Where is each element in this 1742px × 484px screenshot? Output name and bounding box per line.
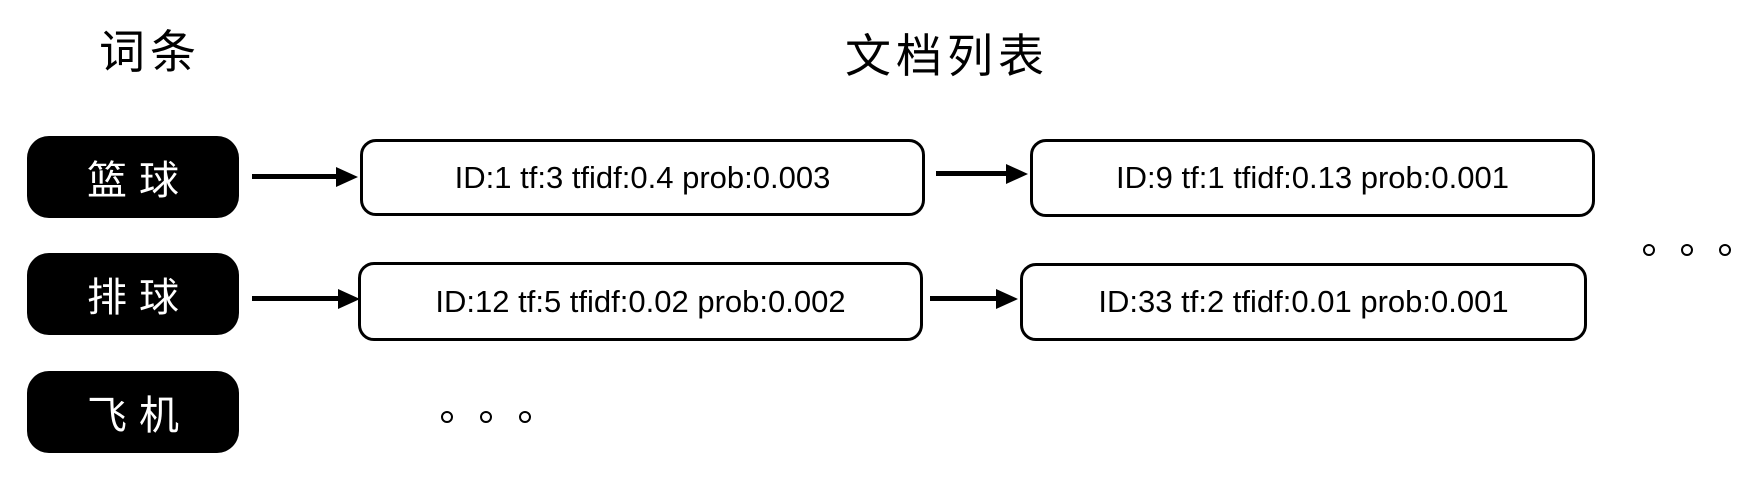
term-box-row1: 篮球 [27,136,239,218]
dot-icon [1719,244,1731,256]
ellipsis-dots-right [1643,244,1731,256]
posting-box-row1-2: ID:9 tf:1 tfidf:0.13 prob:0.001 [1030,139,1595,217]
arrow-icon [936,171,1006,176]
posting-box-row1-1: ID:1 tf:3 tfidf:0.4 prob:0.003 [360,139,925,216]
arrow-icon [252,174,336,179]
posting-box-row2-2: ID:33 tf:2 tfidf:0.01 prob:0.001 [1020,263,1587,341]
ellipsis-dots-row3 [441,411,531,423]
dot-icon [1681,244,1693,256]
dot-icon [480,411,492,423]
dot-icon [1643,244,1655,256]
term-box-row3: 飞机 [27,371,239,453]
terms-column-title: 词条 [99,27,201,78]
posting-box-row2-1: ID:12 tf:5 tfidf:0.02 prob:0.002 [358,262,923,341]
arrow-icon [252,296,338,301]
term-box-row2: 排球 [27,253,239,335]
dot-icon [441,411,453,423]
dot-icon [519,411,531,423]
doc-list-column-title: 文档列表 [845,31,1049,82]
arrow-icon [930,296,996,301]
